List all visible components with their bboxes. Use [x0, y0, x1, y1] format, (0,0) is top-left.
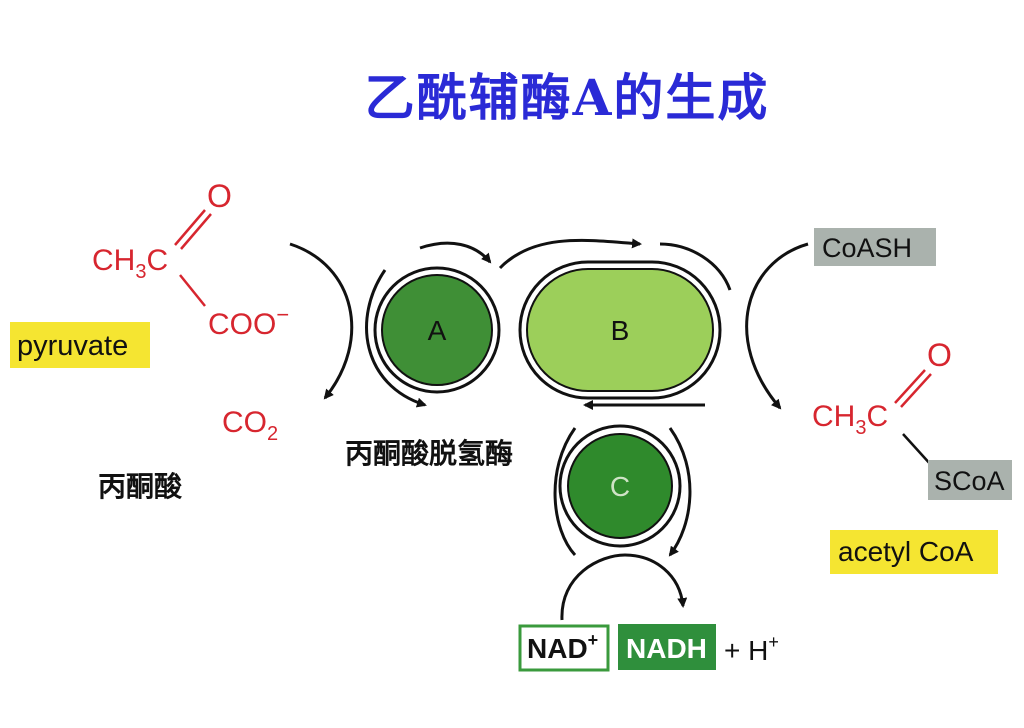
enzyme-b-ring-top-right	[659, 242, 732, 291]
enzyme-c-ring-right	[668, 427, 692, 557]
pyruvate-ch-text: CH	[92, 244, 135, 277]
co2-label: CO2	[222, 406, 278, 445]
coash-label: CoASH	[822, 233, 912, 263]
enzyme-a-label: A	[428, 315, 447, 346]
pyruvate-input-arc	[289, 242, 354, 400]
pyruvate-coo: COO−	[208, 302, 289, 341]
page-title: 乙酰辅酶A的生成	[364, 68, 770, 127]
nad-label: NAD+	[527, 630, 598, 664]
pyruvate-c-text: C	[146, 244, 168, 277]
enzyme-c-label: C	[610, 471, 630, 502]
scoa-label: SCoA	[934, 466, 1005, 496]
coash-label-bg	[814, 228, 936, 266]
h-plus-label: + H+	[724, 632, 779, 666]
pyruvate-coo-text: COO	[208, 308, 276, 341]
pyruvate-label: pyruvate	[17, 330, 128, 362]
enzyme-b-ring-top	[498, 238, 642, 270]
acetyl-structure: O CH3C	[812, 337, 952, 439]
nadh-label: NADH	[626, 633, 707, 664]
pyruvic-acid-label: 丙酮酸	[98, 470, 183, 503]
enzyme-a-ring-left	[365, 269, 427, 408]
enzyme-b	[526, 268, 714, 392]
enzyme-a-ring-top	[419, 241, 492, 264]
acetyl-c-text: C	[866, 400, 888, 433]
pyruvate-oxygen: O	[207, 178, 232, 214]
enzyme-a	[381, 274, 493, 386]
nad-superscript: +	[588, 630, 599, 650]
nad-text: NAD	[527, 633, 588, 664]
pyruvate-structure: O CH3C COO−	[92, 178, 289, 341]
enzyme-c-ring-left	[553, 427, 577, 557]
h-plus-text: + H	[724, 635, 768, 666]
pyruvate-label-bg	[10, 322, 150, 368]
nad-to-nadh-arc	[560, 553, 688, 621]
acetyl-ch-text: CH	[812, 400, 855, 433]
pyruvate-dehydrogenase-label: 丙酮酸脱氢酶	[345, 437, 513, 470]
acetyl-bonds	[894, 369, 932, 408]
enzyme-c	[567, 433, 673, 539]
co2-text: CO	[222, 406, 267, 439]
co2-subscript: 2	[267, 423, 278, 445]
scoa-label-bg	[928, 460, 1012, 500]
nad-label-bg	[518, 624, 610, 672]
h-plus-superscript: +	[768, 632, 779, 652]
acetyl-coa-label-bg	[830, 530, 998, 574]
pyruvate-bonds	[174, 209, 212, 307]
acetyl-coa-label: acetyl CoA	[838, 536, 974, 567]
pyruvate-ch3c: CH3C	[92, 244, 168, 283]
enzyme-b-label: B	[611, 315, 630, 346]
pyruvate-coo-superscript: −	[276, 302, 289, 327]
nadh-label-bg	[618, 624, 716, 670]
coash-input-arc	[745, 242, 809, 410]
acetyl-oxygen: O	[927, 337, 952, 373]
acetyl-scoa-bond	[902, 433, 933, 467]
acetyl-ch3-subscript: 3	[855, 417, 866, 439]
pyruvate-ch3-subscript: 3	[135, 261, 146, 283]
flow-arrows	[289, 238, 809, 621]
acetyl-ch3c: CH3C	[812, 400, 888, 439]
